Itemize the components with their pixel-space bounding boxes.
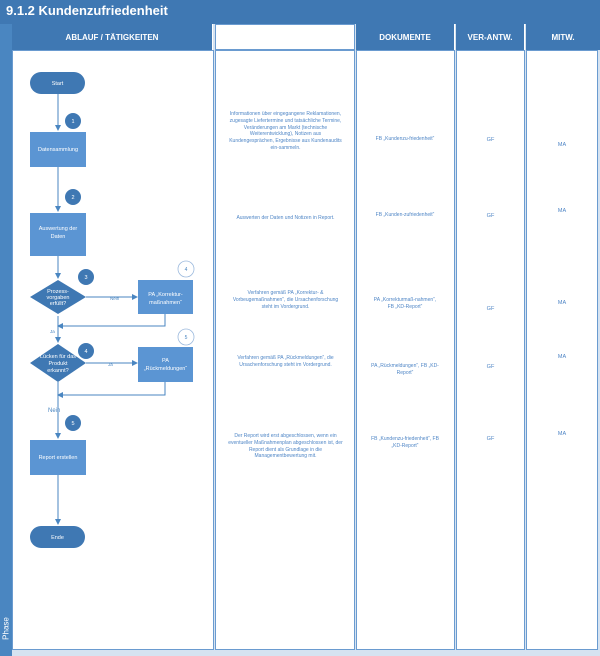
badge-3 <box>78 269 94 285</box>
process-4-node <box>138 280 193 314</box>
decision-3-line3: erfüllt? <box>50 301 67 307</box>
start-label: Start <box>52 81 64 87</box>
end-label: Ende <box>51 535 64 541</box>
edge-pa4-merge <box>57 314 166 329</box>
row-5-description: Der Report wird erst abgeschlossen, wenn… <box>228 433 343 460</box>
step-1-node <box>30 132 86 167</box>
lane-documents <box>356 50 455 650</box>
decision-4-node <box>30 344 86 382</box>
lane-collaborators <box>526 50 598 650</box>
row-2-collaborators: MA <box>557 208 567 214</box>
decision-4-line3: erkannt? <box>47 368 68 374</box>
step-5-node <box>30 440 86 475</box>
row-1-collaborators: MA <box>557 142 567 148</box>
edge-label-nein-1: Nein <box>110 296 120 301</box>
row-3-responsible: GF <box>486 306 495 312</box>
badge-1 <box>65 113 81 129</box>
process-5-line1: PA <box>162 358 169 364</box>
page-title: 9.1.2 Kundenzufriedenheit <box>6 3 168 18</box>
process-4-line2: maßnahmen“ <box>149 300 182 306</box>
row-4-collaborators: MA <box>557 354 567 360</box>
row-3-description: Verfahren gemäß PA „Korrektur- & Vorbeug… <box>232 290 339 310</box>
process-4-line1: PA „Korrektur- <box>148 292 183 298</box>
title-bar: 9.1.2 Kundenzufriedenheit <box>0 0 600 24</box>
decision-3-line2: vorgaben <box>47 295 70 301</box>
process-5-line2: „Rückmeldungen“ <box>144 366 188 372</box>
start-node <box>30 72 85 94</box>
header-documents: DOKUMENTE <box>356 24 455 50</box>
row-2-description: Auswerten der Daten und Notizen in Repor… <box>236 215 335 221</box>
step-1-label: Datensammlung <box>38 147 78 153</box>
edge-label-ja-1: Ja <box>50 329 55 334</box>
phase-bar <box>0 24 12 656</box>
row-1-responsible: GF <box>486 137 495 143</box>
row-3-collaborators: MA <box>557 300 567 306</box>
header-flow: ABLAUF / TÄTIGKEITEN <box>12 24 213 50</box>
row-5-responsible: GF <box>486 436 495 442</box>
badge-5-text: 5 <box>71 421 74 427</box>
decision-4-line1: Lücken für das <box>40 354 76 360</box>
process-5-node <box>138 347 193 382</box>
step-2-label-line2: Daten <box>51 234 66 240</box>
decision-4-line2: Produkt <box>49 361 68 367</box>
badge-3-text: 3 <box>84 275 87 281</box>
row-1-description: Informationen über eingegangene Reklamat… <box>229 111 342 151</box>
row-5-collaborators: MA <box>557 431 567 437</box>
header-responsible: VER-ANTW. <box>456 24 525 50</box>
header-collaborators: MITW. <box>526 24 600 50</box>
badge-4-outline <box>177 260 195 278</box>
badge-4 <box>78 343 94 359</box>
badge-2-text: 2 <box>71 195 74 201</box>
badge-4-text: 4 <box>84 349 87 355</box>
lane-description <box>215 50 355 650</box>
lane-responsible <box>456 50 525 650</box>
badge-5 <box>65 415 81 431</box>
edge-label-nein-2: Nein <box>48 408 60 414</box>
badge-4-outline-text: 4 <box>185 267 188 273</box>
end-node <box>30 526 85 548</box>
row-4-documents: PA „Rückmeldungen“, FB „KD-Report“ <box>371 363 439 376</box>
step-5-label: Report erstellen <box>39 455 78 461</box>
decision-3-node <box>30 280 86 314</box>
row-3-documents: PA „Korrekturmaß-nahmen“, FB „KD-Report“ <box>373 297 437 310</box>
badge-5-outline-text: 5 <box>185 335 188 341</box>
badge-2 <box>65 189 81 205</box>
badge-5-outline <box>177 328 195 346</box>
row-2-responsible: GF <box>486 213 495 219</box>
row-5-documents: FB „Kundenzu-friedenheit“, FB „KD-Report… <box>371 436 439 449</box>
row-4-responsible: GF <box>486 364 495 370</box>
decision-3-line1: Prozess- <box>47 289 69 295</box>
step-2-node <box>30 213 86 256</box>
row-1-documents: FB „Kundenzu-friedenheit“ <box>375 136 435 142</box>
row-2-documents: FB „Kunden-zufriedenheit“ <box>375 212 435 218</box>
header-blank <box>215 24 355 50</box>
badge-1-text: 1 <box>71 119 74 125</box>
step-2-label-line1: Auswertung der <box>39 226 78 232</box>
edge-label-ja-2: Ja <box>108 362 113 367</box>
edge-pa5-merge <box>57 382 166 398</box>
row-4-description: Verfahren gemäß PA „Rückmeldungen“, die … <box>237 355 334 368</box>
